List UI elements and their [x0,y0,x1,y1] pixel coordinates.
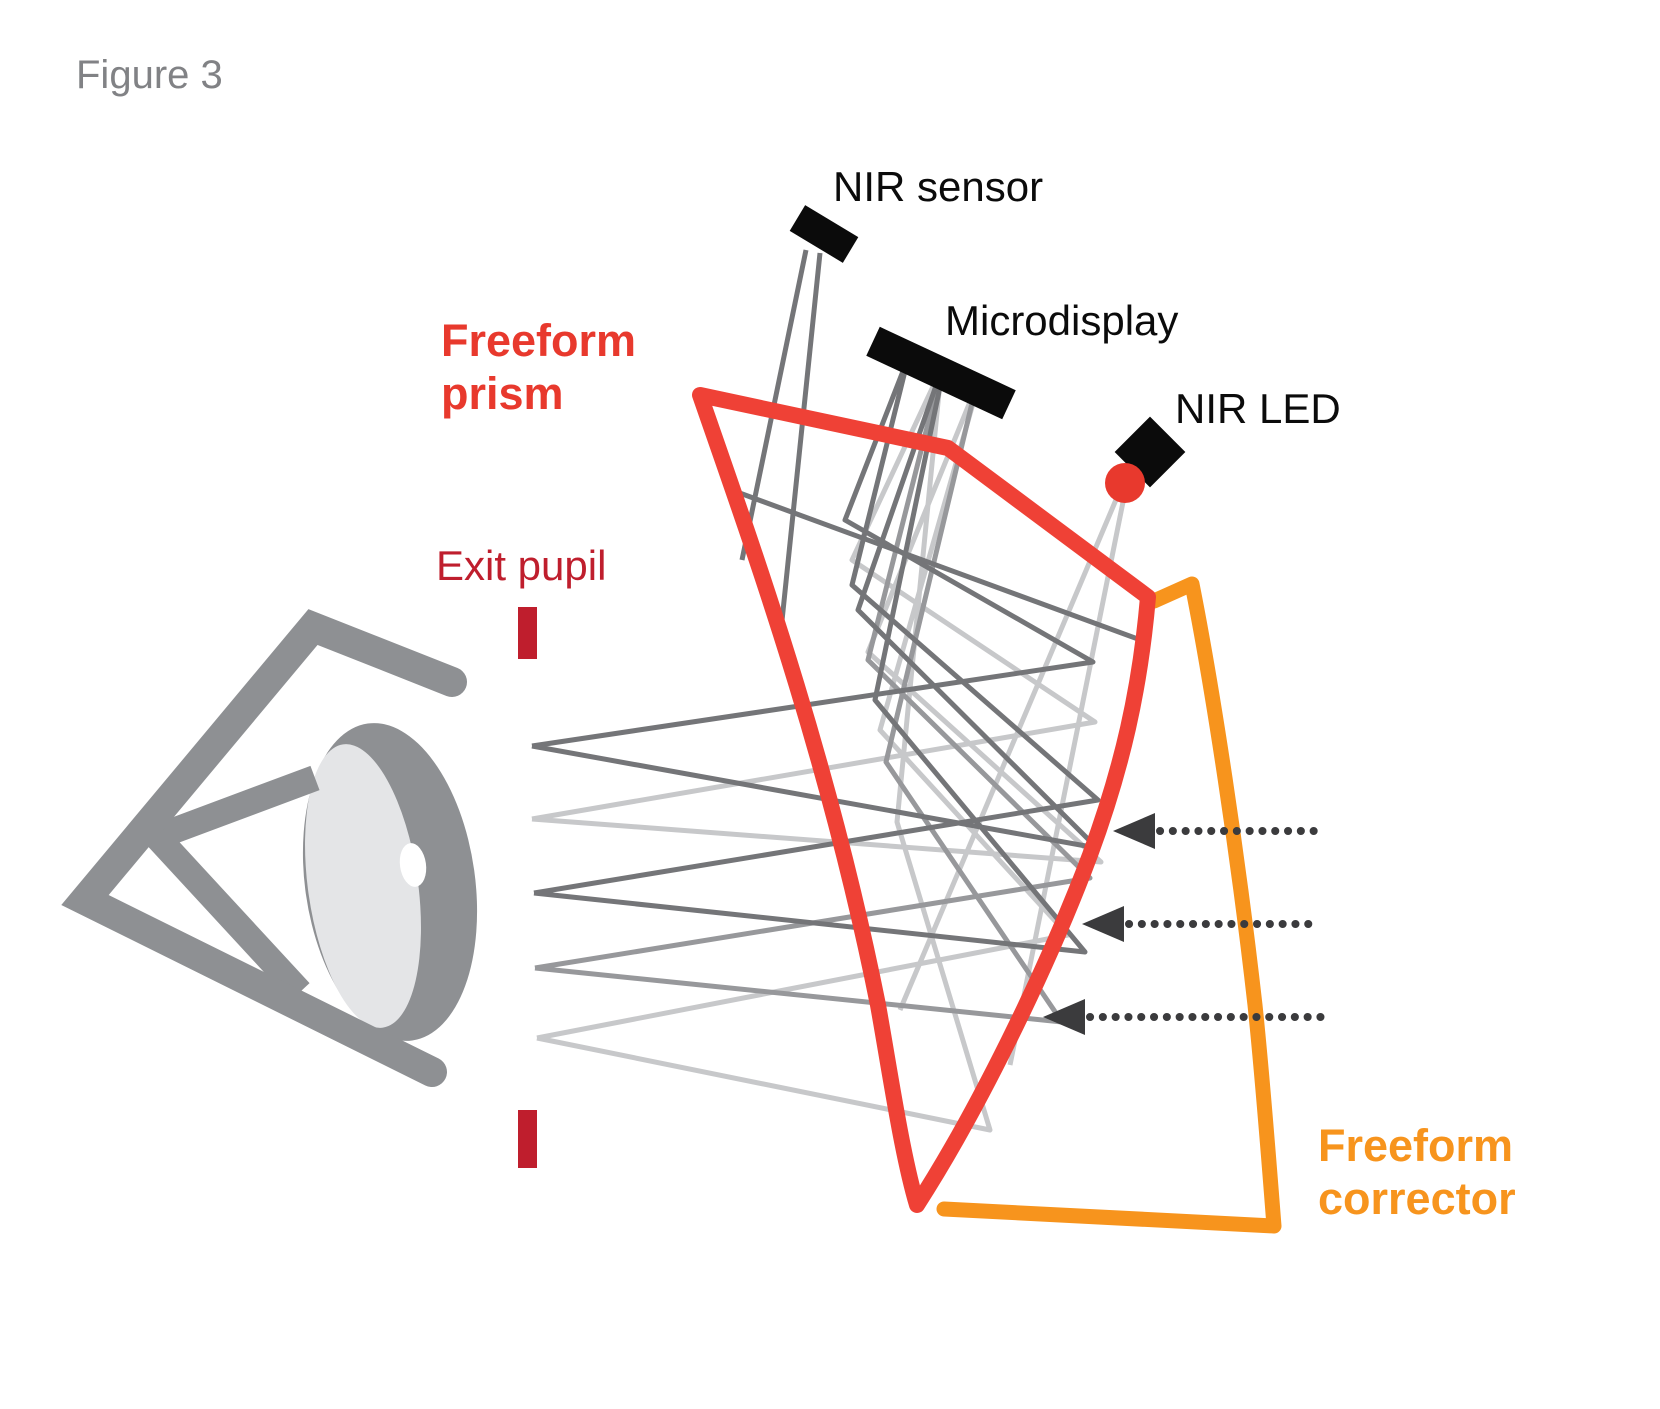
freeform-corrector-outline [936,576,1282,1234]
arrowhead-left-icon [1082,906,1124,942]
arrowhead-left-icon [1043,999,1085,1035]
pupil-highlight [399,843,427,887]
dotted-arrow [1082,906,1322,942]
dark-ray [533,366,1101,896]
nir-led-label: NIR LED [1175,385,1341,432]
iris [305,744,421,1028]
microdisplay-bar [866,326,1016,420]
nir-sensor-label: NIR sensor [833,163,1044,210]
figure-title: Figure 3 [76,53,223,97]
freeform-prism-outline [692,387,1156,1213]
exit-pupil-tick-bottom [518,1110,537,1168]
freeform-corrector-label: Freeform corrector [1318,1120,1516,1225]
light-ray [536,381,993,1133]
dotted-arrow [1043,999,1326,1035]
nir-led-ray [897,494,1121,1011]
ray-bundle-medium [534,379,1093,1025]
arrowhead-left-icon [1113,813,1155,849]
nir-sensor-ray [777,252,823,641]
light-ray [531,396,1104,865]
dark-ray [531,379,1100,851]
medium-ray [534,398,1065,1025]
eye-icon [61,609,478,1087]
microdisplay-label: Microdisplay [945,297,1179,344]
nir-led-emitter-dot [1105,463,1145,503]
outer-eyelid-and-lash [61,609,467,1087]
ray-bundle-light [531,376,1127,1133]
dotted-arrow [1113,813,1322,849]
see-through-arrows [1043,813,1326,1035]
dark-ray [533,381,1088,955]
nir-sensor-bar [789,205,859,263]
freeform-prism-label: Freeform prism [441,315,637,420]
dark-ray [725,485,1147,645]
exit-pupil-label: Exit pupil [436,542,607,589]
dark-ray [531,365,1096,749]
exit-pupil-tick-top [518,607,537,659]
